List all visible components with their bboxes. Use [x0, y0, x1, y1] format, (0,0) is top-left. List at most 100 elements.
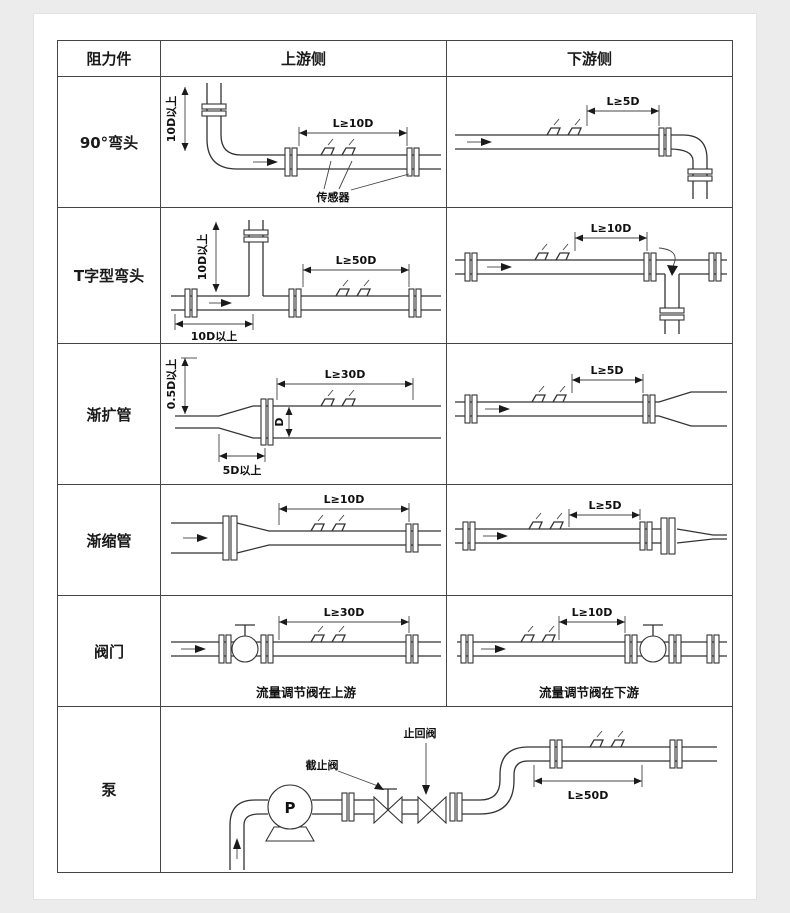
reducer-upstream-cell: L≥10D [160, 484, 447, 596]
dimension-vertical: 10D以上 [164, 87, 189, 151]
reducer-downstream-cell: L≥5D [446, 484, 733, 596]
diameter-dim: D [273, 407, 293, 437]
dim-label-upstream: L≥50D [336, 254, 377, 267]
sensor-icons [546, 118, 582, 136]
flanges [658, 127, 713, 182]
dim-label-upstream: L≥30D [324, 606, 365, 619]
table-row-tee: T字型弯头 [57, 207, 733, 344]
sensor-callout: 传感器 [316, 160, 410, 204]
pipe-tee [171, 220, 441, 311]
dimension-horizontal: L≥10D [298, 117, 408, 146]
flanges [460, 634, 720, 664]
downstream-caption: 流量调节阀在下游 [539, 685, 640, 700]
expander-downstream-cell: L≥5D [446, 343, 733, 485]
dim-label-downstream: L≥5D [590, 364, 623, 377]
diagram-card: 阻力件 上游侧 下游侧 90°弯头 [33, 13, 757, 900]
dim-label-upstream: L≥10D [333, 117, 374, 130]
elbow90-upstream-diagram: L≥10D 10D以上 传感器 [164, 83, 441, 204]
pipe-reducer [171, 522, 441, 554]
sensor-icons [534, 243, 570, 261]
sensor-icons [528, 512, 564, 530]
stop-valve-icon [372, 788, 403, 825]
sensor-icons [320, 389, 356, 407]
sensor-icons [310, 514, 346, 532]
pump-diagram: P [228, 726, 717, 870]
sensor-label: 传感器 [316, 190, 351, 204]
flanges [201, 103, 420, 177]
flow-arrow-icon [483, 532, 508, 540]
row-label-expander: 渐扩管 [57, 343, 161, 485]
horizontal-dim-label: 5D以上 [223, 463, 262, 477]
inlet-pipe [228, 799, 268, 870]
header-resistance: 阻力件 [57, 40, 161, 77]
flanges [464, 394, 656, 424]
dimension-horizontal: L≥10D [558, 606, 626, 640]
stop-valve-callout: 截止阀 [305, 758, 384, 790]
valve-upstream-diagram: L≥30D 流量调节阀在上游 [171, 606, 441, 700]
dimension-bottom: 5D以上 [218, 434, 266, 477]
dim-label-downstream: L≥5D [588, 499, 621, 512]
riser-pipe [448, 746, 717, 822]
check-valve-callout: 止回阀 [403, 726, 436, 795]
header-row: 阻力件 上游侧 下游侧 [57, 40, 733, 77]
valve-downstream-cell: L≥10D 流量调节阀在下游 [446, 595, 733, 707]
elbow90-upstream-cell: L≥10D 10D以上 传感器 [160, 76, 447, 208]
table-row-elbow90: 90°弯头 [57, 76, 733, 208]
flow-arrow-icon [183, 534, 208, 542]
table-row-pump: 泵 P [57, 706, 733, 873]
pipe-elbow [206, 83, 441, 170]
stop-valve-label: 截止阀 [305, 758, 338, 772]
dimension-vertical: 0.5D以上 [164, 357, 197, 414]
pipe-segment [401, 799, 418, 815]
flow-arrow-icon [253, 158, 278, 166]
horizontal-dim-label: 10D以上 [191, 329, 237, 343]
pipe [457, 641, 727, 657]
tee-upstream-diagram: 10D以上 10D以上 [171, 220, 441, 343]
discharge-pipe [311, 792, 374, 822]
dimension-bottom: 10D以上 [174, 314, 254, 343]
reducer-upstream-diagram: L≥10D [171, 493, 441, 561]
valve-downstream-diagram: L≥10D 流量调节阀在下游 [457, 606, 727, 700]
dimension-horizontal: L≥10D [574, 222, 648, 251]
flanges [405, 634, 419, 664]
dimension-horizontal: L≥50D [533, 765, 642, 802]
upper-pipe-fittings [548, 730, 683, 769]
control-valve-icon [218, 624, 274, 664]
dim-label-upstream: L≥30D [325, 368, 366, 381]
dim-label-pump: L≥50D [567, 789, 608, 802]
flow-arrow-icon [181, 645, 206, 653]
pump-letter: P [284, 799, 295, 817]
pipe-reducer [455, 528, 727, 544]
table-row-valve: 阀门 [57, 595, 733, 707]
dimension-horizontal: L≥5D [568, 499, 641, 527]
pump-icon: P [264, 784, 315, 842]
branch-flow-arrow-icon [658, 247, 678, 276]
flow-arrow-icon [467, 138, 492, 146]
flow-arrow-icon [481, 645, 506, 653]
row-label-elbow90: 90°弯头 [57, 76, 161, 208]
elbow90-downstream-cell: L≥5D [446, 76, 733, 208]
sensor-icons [320, 138, 356, 156]
flanges [184, 229, 422, 318]
table-row-expander: 渐扩管 D [57, 343, 733, 485]
dim-label-downstream: L≥10D [591, 222, 632, 235]
expander-downstream-diagram: L≥5D [455, 364, 727, 427]
pipe-expander [175, 405, 441, 439]
flanges [260, 398, 274, 446]
upstream-caption: 流量调节阀在上游 [256, 685, 357, 700]
tee-downstream-diagram: L≥10D [455, 222, 727, 334]
dimension-horizontal: L≥10D [278, 493, 410, 525]
table-row-reducer: 渐缩管 [57, 484, 733, 596]
valve-upstream-cell: L≥30D 流量调节阀在上游 [160, 595, 447, 707]
flow-arrow-icon [487, 263, 512, 271]
pump-cell: P [160, 706, 733, 873]
row-label-reducer: 渐缩管 [57, 484, 161, 596]
expander-upstream-diagram: D L≥30D [164, 357, 441, 477]
dimension-horizontal: L≥5D [586, 95, 660, 126]
vertical-dim-label: 10D以上 [164, 96, 178, 142]
control-valve-icon [639, 624, 682, 664]
flanges [464, 252, 722, 321]
dimension-horizontal: L≥30D [278, 606, 410, 640]
sensor-icons [335, 279, 371, 297]
header-upstream: 上游侧 [160, 40, 447, 77]
